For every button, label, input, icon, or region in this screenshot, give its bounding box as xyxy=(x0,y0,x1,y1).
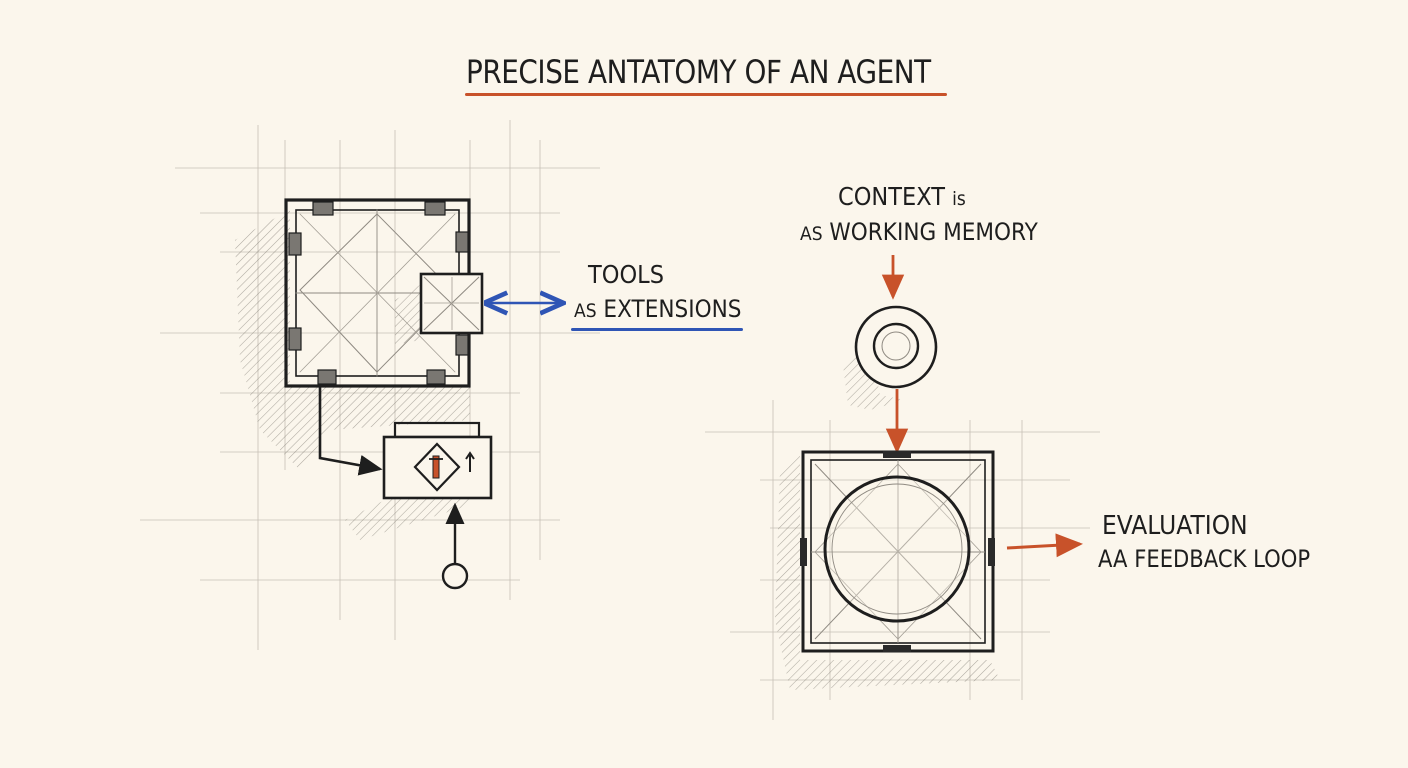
context-memory-ring xyxy=(854,305,938,389)
action-box xyxy=(382,421,493,500)
context-label-main: CONTEXT xyxy=(838,182,945,211)
title-underline xyxy=(465,93,947,96)
page-title: PRECISE ANTATOMY OF AN AGENT xyxy=(466,53,931,91)
context-sublabel-prefix: AS xyxy=(800,223,823,245)
tools-label: TOOLS xyxy=(588,260,664,289)
input-node xyxy=(441,562,469,590)
context-sublabel-main: WORKING MEMORY xyxy=(829,218,1038,246)
tools-sublabel-prefix: AS xyxy=(574,300,597,322)
tool-extension-box xyxy=(419,272,484,335)
context-sublabel: AS WORKING MEMORY xyxy=(800,220,1038,244)
core-module-joints xyxy=(288,201,469,385)
tools-underline xyxy=(571,328,743,331)
evaluation-sublabel: AA FEEDBACK LOOP xyxy=(1098,545,1311,573)
tools-sublabel: AS EXTENSIONS xyxy=(574,297,741,321)
context-label: CONTEXT is xyxy=(838,184,966,209)
feedback-arrow xyxy=(1006,533,1083,558)
tools-sublabel-main: EXTENSIONS xyxy=(603,295,742,323)
core-to-action-connector xyxy=(318,385,383,476)
evaluation-frame xyxy=(801,450,995,653)
context-label-suffix: is xyxy=(952,188,966,210)
evaluation-frame-joints xyxy=(800,451,995,652)
evaluation-label: EVALUATION xyxy=(1102,511,1248,541)
